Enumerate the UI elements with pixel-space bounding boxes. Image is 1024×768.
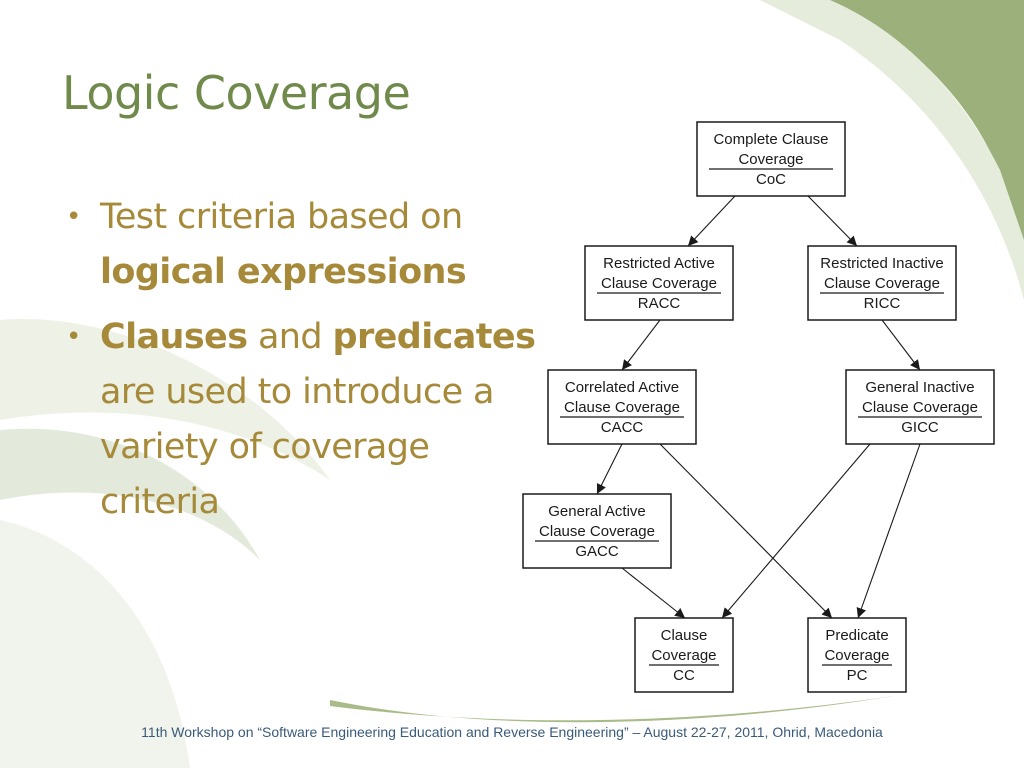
node-label-line2: Coverage bbox=[824, 647, 889, 664]
bullet-segment-bold: logical expressions bbox=[100, 252, 467, 292]
node-abbr: RACC bbox=[638, 295, 681, 312]
bullet-segment: and bbox=[247, 317, 333, 357]
node-label-line1: Complete Clause bbox=[713, 131, 828, 148]
node-label-line1: Restricted Inactive bbox=[820, 255, 943, 272]
node-box bbox=[696, 121, 846, 197]
node-abbr: GACC bbox=[575, 543, 619, 560]
node-abbr: RICC bbox=[864, 295, 901, 312]
edge-cacc-to-gacc bbox=[596, 443, 623, 495]
node-box bbox=[807, 617, 907, 693]
node-box bbox=[807, 245, 957, 321]
node-label-line2: Clause Coverage bbox=[862, 399, 978, 416]
node-box bbox=[845, 369, 995, 445]
bullet-segment: are used to introduce a variety of cover… bbox=[100, 372, 495, 522]
node-label-line2: Clause Coverage bbox=[824, 275, 940, 292]
node-box bbox=[547, 369, 697, 445]
left-swoosh-light bbox=[0, 319, 330, 480]
top-right-swoosh bbox=[820, 0, 1024, 250]
bullet-text: Test criteria based on logical expressio… bbox=[100, 197, 467, 292]
bullet-item: • Test criteria based on logical express… bbox=[62, 190, 542, 300]
node-label-line1: General Inactive bbox=[865, 379, 974, 396]
edge-cacc-to-pc bbox=[659, 443, 833, 619]
node-label-line2: Clause Coverage bbox=[601, 275, 717, 292]
slide-title: Logic Coverage bbox=[62, 66, 411, 120]
node-label-line1: Correlated Active bbox=[565, 379, 679, 396]
node-box bbox=[584, 245, 734, 321]
node-label-line1: Restricted Active bbox=[603, 255, 715, 272]
node-label-line2: Coverage bbox=[651, 647, 716, 664]
edge-gacc-to-cc bbox=[621, 567, 686, 619]
edge-coc-to-ricc bbox=[807, 195, 858, 247]
bullet-dot-icon: • bbox=[66, 322, 81, 352]
slide-footer: 11th Workshop on “Software Engineering E… bbox=[141, 724, 883, 740]
edges-layer bbox=[596, 195, 921, 619]
bullet-segment-bold: Clauses bbox=[100, 317, 248, 357]
edge-ricc-to-gicc bbox=[881, 319, 921, 371]
node-abbr: CoC bbox=[756, 171, 786, 188]
node-abbr: GICC bbox=[901, 419, 939, 436]
node-label-line1: Predicate bbox=[825, 627, 888, 644]
top-right-swoosh-light bbox=[760, 0, 1024, 300]
node-abbr: CACC bbox=[601, 419, 644, 436]
node-abbr: PC bbox=[847, 667, 868, 684]
node-label-line2: Coverage bbox=[738, 151, 803, 168]
bullet-segment: Test criteria based on bbox=[100, 197, 463, 237]
edge-racc-to-cacc bbox=[621, 319, 661, 371]
bullet-text: Clauses and predicates are used to intro… bbox=[100, 317, 536, 522]
node-box bbox=[634, 617, 734, 693]
bottom-left-swoosh bbox=[0, 520, 190, 768]
node-label-line2: Clause Coverage bbox=[539, 523, 655, 540]
bullet-item: • Clauses and predicates are used to int… bbox=[62, 310, 542, 530]
bullet-list: • Test criteria based on logical express… bbox=[62, 190, 542, 540]
node-label-line1: General Active bbox=[548, 503, 646, 520]
edge-coc-to-racc bbox=[687, 195, 736, 247]
node-abbr: CC bbox=[673, 667, 695, 684]
edge-gicc-to-cc bbox=[721, 443, 871, 619]
node-label-line1: Clause bbox=[661, 627, 708, 644]
bullet-segment-bold: predicates bbox=[332, 317, 536, 357]
left-swoosh-mid bbox=[0, 428, 260, 560]
edge-gicc-to-pc bbox=[856, 443, 921, 619]
node-label-line2: Clause Coverage bbox=[564, 399, 680, 416]
node-box bbox=[522, 493, 672, 569]
bullet-dot-icon: • bbox=[66, 202, 81, 232]
